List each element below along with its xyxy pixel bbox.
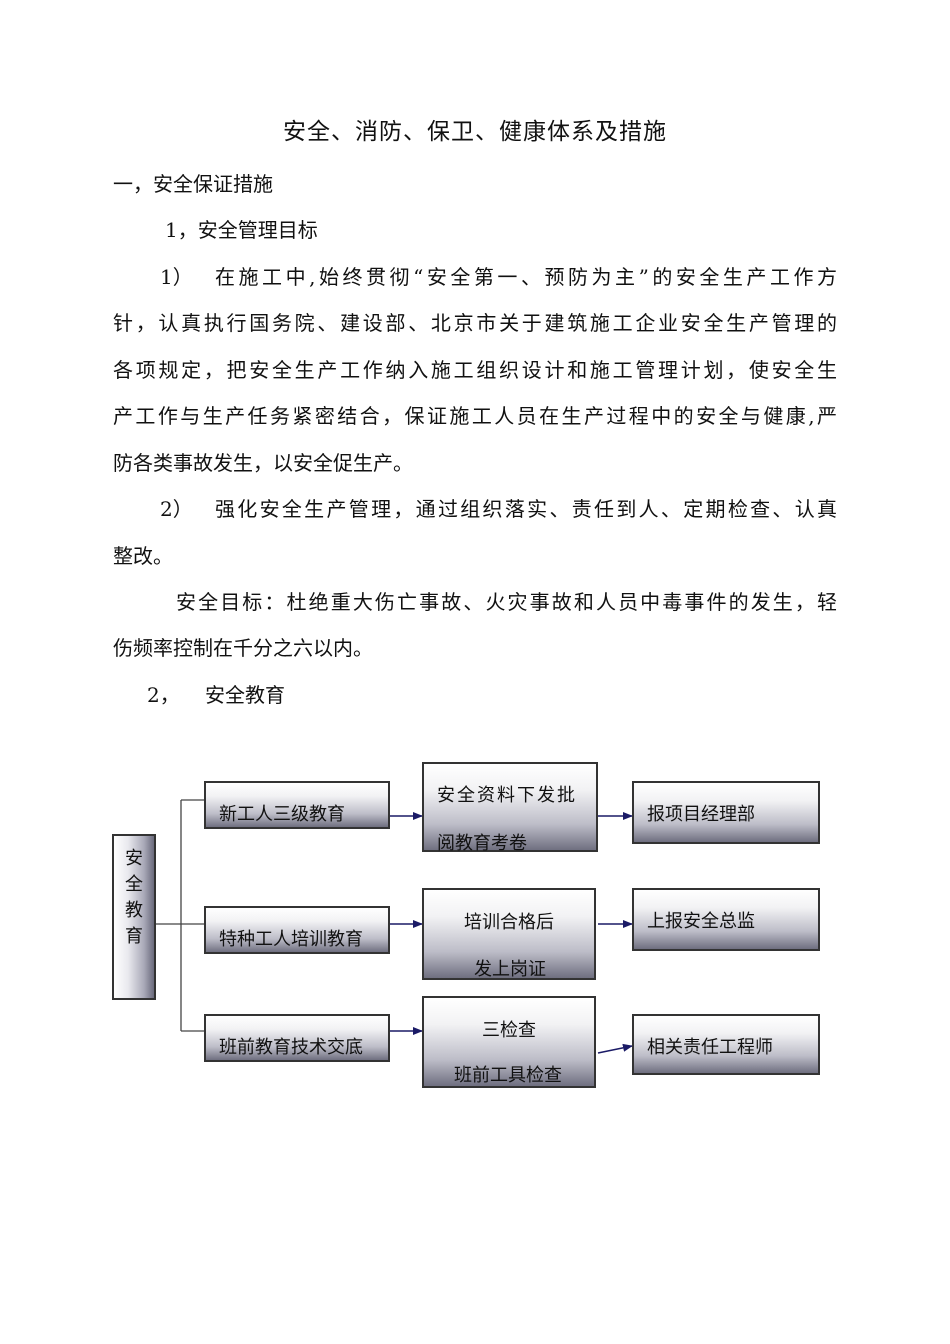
arrow-connector <box>597 1043 633 1054</box>
root-box-safety-education: 安 全 教 育 <box>112 834 156 1000</box>
paragraph-line: 针，认真执行国务院、建设部、北京市关于建筑施工企业安全生产管理的 <box>113 311 837 335</box>
subheading-number: 2， <box>147 683 180 707</box>
box-label: 安全资料下发批 <box>437 785 577 806</box>
subheading-safety-goal: 1，安全管理目标 <box>165 218 318 242</box>
level1-box-pre-shift: 班前教育技术交底 <box>204 1014 390 1062</box>
box-label: 新工人三级教育 <box>219 804 345 825</box>
paragraph-line: 产工作与生产任务紧密结合，保证施工人员在生产过程中的安全与健康,严 <box>113 404 837 428</box>
level3-box-engineer: 相关责任工程师 <box>632 1014 820 1075</box>
box-label: 班前工具检查 <box>454 1065 562 1086</box>
box-label: 相关责任工程师 <box>647 1037 773 1058</box>
item-number: 1） <box>160 265 193 289</box>
paragraph-line: 在施工中,始终贯彻“安全第一、预防为主”的安全生产工作方 <box>215 265 837 289</box>
paragraph-line: 各项规定，把安全生产工作纳入施工组织设计和施工管理计划，使安全生 <box>113 358 837 382</box>
box-label: 报项目经理部 <box>647 804 755 825</box>
subheading-safety-education: 安全教育 <box>205 683 285 707</box>
level1-box-new-worker: 新工人三级教育 <box>204 781 390 829</box>
box-label: 培训合格后 <box>464 912 554 933</box>
paragraph-line: 强化安全生产管理，通过组织落实、责任到人、定期检查、认真 <box>215 497 837 521</box>
level2-box-materials: 安全资料下发批 阅教育考卷 <box>422 762 598 854</box>
box-label: 班前教育技术交底 <box>219 1037 363 1058</box>
root-char: 教 <box>125 900 143 921</box>
tree-connector <box>155 799 205 1032</box>
level2-box-inspection: 三检查 班前工具检查 <box>422 996 596 1088</box>
root-char: 安 <box>125 848 143 869</box>
item-number: 2） <box>160 497 193 521</box>
level3-box-safety-director: 上报安全总监 <box>632 888 820 951</box>
section-heading-safety-measures: 一，安全保证措施 <box>113 172 273 196</box>
root-char: 育 <box>125 926 143 947</box>
level2-box-certification: 培训合格后 发上岗证 <box>422 888 596 980</box>
box-label: 三检查 <box>482 1020 536 1041</box>
box-label: 上报安全总监 <box>647 911 755 932</box>
box-label: 阅教育考卷 <box>437 833 527 854</box>
level3-box-project-dept: 报项目经理部 <box>632 781 820 844</box>
paragraph-line: 整改。 <box>113 544 173 568</box>
root-char: 全 <box>125 874 143 895</box>
safety-goal-line: 安全目标：杜绝重大伤亡事故、火灾事故和人员中毒事件的发生，轻 <box>176 590 837 614</box>
box-label: 特种工人培训教育 <box>219 929 363 950</box>
document-title: 安全、消防、保卫、健康体系及措施 <box>283 119 667 145</box>
safety-goal-line: 伤频率控制在千分之六以内。 <box>113 636 373 660</box>
level1-box-special-worker: 特种工人培训教育 <box>204 906 390 954</box>
paragraph-line: 防各类事故发生，以安全促生产。 <box>113 451 413 475</box>
box-label: 发上岗证 <box>474 959 546 980</box>
